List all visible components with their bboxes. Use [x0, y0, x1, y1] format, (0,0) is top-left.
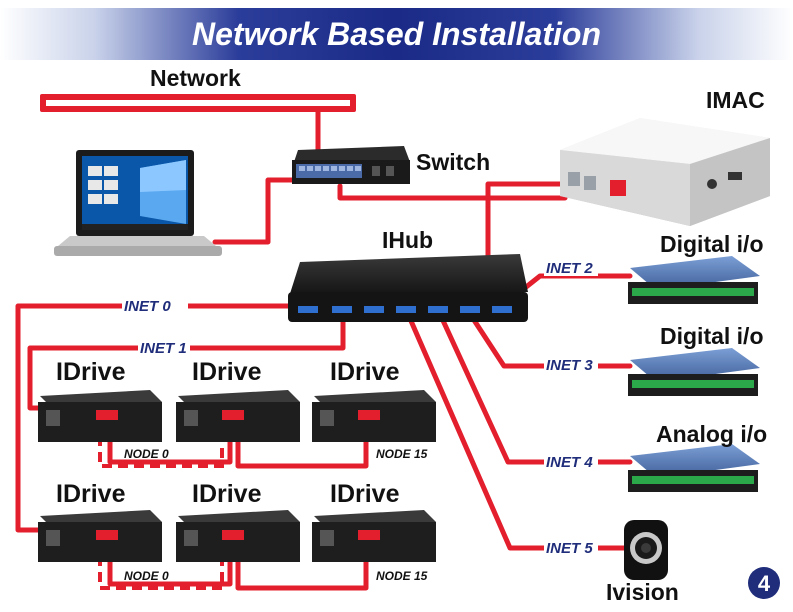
ihub-device — [288, 254, 528, 322]
node-15-label-row2: NODE 15 — [376, 569, 428, 583]
digital-io-2-label: Digital i/o — [660, 323, 764, 349]
idrive-row-2 — [38, 510, 436, 562]
switch-label: Switch — [416, 149, 490, 175]
dashed-links — [98, 420, 224, 590]
idrive-unit — [176, 390, 300, 442]
idrive-label: IDrive — [56, 358, 126, 386]
node-0-label-row1: NODE 0 — [124, 447, 169, 461]
page-title: Network Based Installation — [192, 16, 601, 52]
inet-3-label: INET 3 — [546, 357, 593, 374]
inet-labels: INET 0 INET 1 INET 2 INET 3 INET 4 INET … — [122, 258, 598, 557]
digital-io-module-2 — [628, 348, 760, 396]
switch-to-imac-cable — [337, 183, 568, 201]
idrive-unit — [38, 510, 162, 562]
inet-5-label: INET 5 — [546, 540, 593, 557]
idrive-unit — [312, 510, 436, 562]
dashed-link-row1 — [98, 420, 224, 468]
idrive-label: IDrive — [192, 480, 262, 508]
drive-link-row1-b — [235, 417, 369, 469]
node-15-label-row1: NODE 15 — [376, 447, 428, 461]
imac-label: IMAC — [706, 87, 765, 113]
analog-io-module — [628, 444, 760, 492]
idrive-label: IDrive — [330, 480, 400, 508]
drive-link-row2-b — [235, 537, 369, 591]
ivision-camera — [624, 520, 668, 580]
imac-to-ihub-cable — [485, 181, 568, 259]
idrive-label: IDrive — [192, 358, 262, 386]
idrive-label: IDrive — [330, 358, 400, 386]
idrive-label: IDrive — [56, 480, 126, 508]
inet-1-label: INET 1 — [140, 340, 187, 357]
inet-0-label: INET 0 — [124, 298, 171, 315]
ihub-label: IHub — [382, 227, 433, 253]
network-bar — [40, 94, 356, 112]
page-number-badge: 4 — [748, 567, 780, 599]
ivision-label: Ivision — [606, 579, 679, 605]
idrive-unit — [312, 390, 436, 442]
laptop-to-switch-cable — [212, 177, 311, 245]
dashed-link-row2 — [98, 540, 224, 590]
analog-io-label: Analog i/o — [656, 421, 767, 447]
title-banner — [0, 8, 793, 60]
digital-io-1-label: Digital i/o — [660, 231, 764, 257]
digital-io-module-1 — [628, 256, 760, 304]
inet-2-label: INET 2 — [546, 260, 593, 277]
page-number: 4 — [758, 571, 771, 596]
node-0-label-row2: NODE 0 — [124, 569, 169, 583]
laptop — [54, 150, 222, 256]
inet5-cable — [405, 311, 628, 551]
idrive-row-1 — [38, 390, 436, 442]
imac-device — [560, 118, 770, 226]
network-label: Network — [150, 65, 241, 91]
inet1-cable — [27, 311, 346, 411]
network-switch — [292, 146, 410, 184]
inet4-cable — [437, 311, 633, 465]
idrive-unit — [176, 510, 300, 562]
inet-4-label: INET 4 — [546, 454, 593, 471]
idrive-unit — [38, 390, 162, 442]
